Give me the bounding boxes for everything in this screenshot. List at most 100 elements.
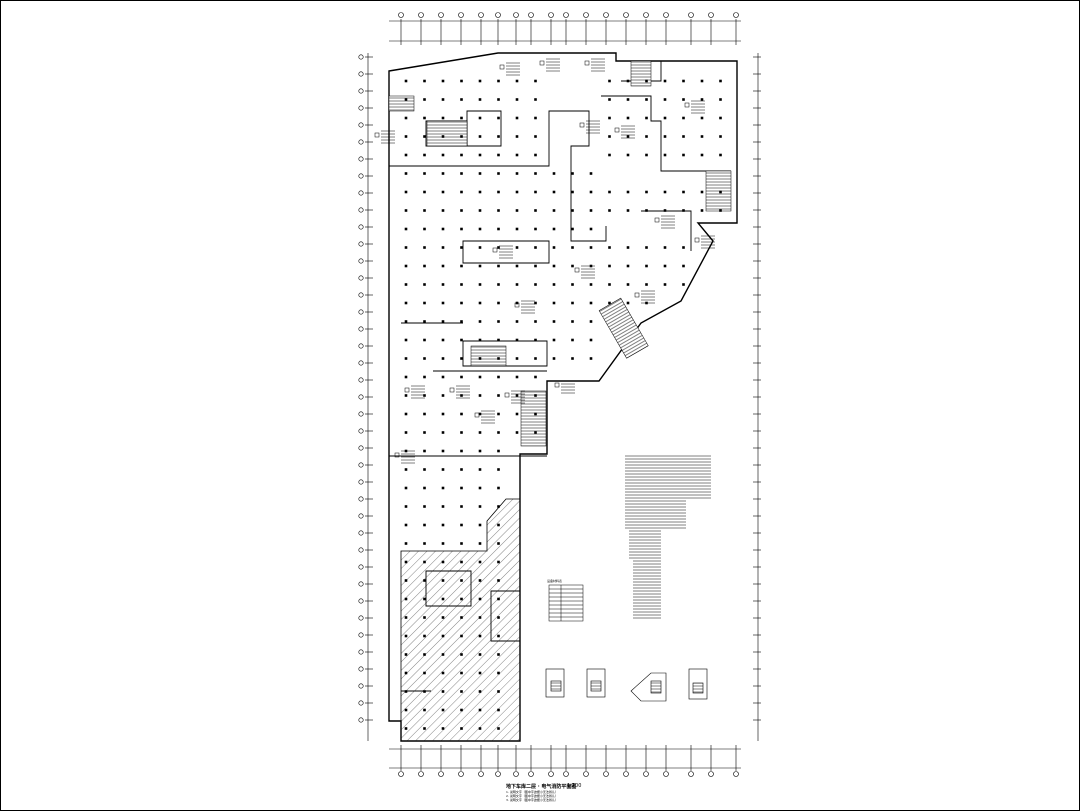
grid-bubble-bottom xyxy=(438,771,444,777)
column xyxy=(404,172,408,175)
column xyxy=(404,320,408,323)
column xyxy=(441,431,445,434)
column xyxy=(404,690,408,693)
grid-bubble-top xyxy=(478,12,484,18)
column xyxy=(478,227,482,231)
column xyxy=(460,264,463,268)
column xyxy=(423,79,426,83)
column xyxy=(460,449,463,453)
column xyxy=(608,301,611,305)
column xyxy=(404,468,408,471)
annotation-cluster xyxy=(614,125,635,139)
column xyxy=(441,98,445,101)
device-symbol xyxy=(492,247,498,253)
column xyxy=(441,394,445,397)
device-symbol xyxy=(584,60,590,66)
column xyxy=(663,153,667,157)
grid-bubble-left xyxy=(358,190,364,196)
column xyxy=(515,394,519,397)
column xyxy=(423,394,426,397)
column xyxy=(571,227,574,231)
device-symbol xyxy=(539,60,545,66)
grid-bubble-bottom xyxy=(583,771,589,777)
column xyxy=(645,98,648,101)
grid-bubble-bottom xyxy=(495,771,501,777)
column xyxy=(497,560,500,564)
column xyxy=(460,431,463,434)
grid-bubble-left xyxy=(358,173,364,179)
grid-bubble-bottom xyxy=(708,771,714,777)
column xyxy=(534,338,537,342)
grid-bubble-left xyxy=(358,139,364,145)
column xyxy=(404,412,408,416)
column xyxy=(423,634,426,638)
grid-bubble-left xyxy=(358,360,364,366)
column xyxy=(478,79,482,83)
column xyxy=(460,338,463,342)
annotation-cluster xyxy=(394,450,415,464)
grid-bubble-left xyxy=(358,275,364,281)
column xyxy=(497,135,500,138)
grid-bubble-bottom xyxy=(563,771,569,777)
annotation-cluster xyxy=(449,385,470,399)
column xyxy=(515,172,519,175)
column xyxy=(534,190,537,194)
column xyxy=(460,116,463,120)
grid-bubble-left xyxy=(358,428,364,434)
column xyxy=(552,190,556,194)
column xyxy=(497,449,500,453)
column xyxy=(441,264,445,268)
column xyxy=(719,98,722,101)
column xyxy=(404,301,408,305)
column xyxy=(589,172,593,175)
column xyxy=(515,357,519,360)
grid-bubble-top xyxy=(663,12,669,18)
column xyxy=(404,708,408,712)
device-symbol xyxy=(684,102,690,108)
column xyxy=(404,727,408,730)
column xyxy=(460,98,463,101)
annotation-cluster xyxy=(574,265,595,279)
column xyxy=(441,560,445,564)
device-symbol xyxy=(449,387,455,393)
column xyxy=(441,301,445,305)
column xyxy=(423,338,426,342)
column xyxy=(682,190,685,194)
column xyxy=(423,449,426,453)
column xyxy=(423,301,426,305)
column xyxy=(515,338,519,342)
column xyxy=(626,264,630,268)
device-symbol xyxy=(514,302,520,308)
column xyxy=(404,116,408,120)
column xyxy=(404,98,408,101)
column xyxy=(441,616,445,619)
column xyxy=(478,727,482,730)
column xyxy=(460,190,463,194)
annotation-cluster xyxy=(694,235,715,249)
grid-bubble-top xyxy=(643,12,649,18)
grid-bubble-left xyxy=(358,411,364,417)
column xyxy=(460,135,463,138)
column xyxy=(552,227,556,231)
column xyxy=(404,357,408,360)
column xyxy=(534,320,537,323)
column xyxy=(441,209,445,212)
column xyxy=(478,209,482,212)
grid-bubble-top xyxy=(438,12,444,18)
column xyxy=(441,338,445,342)
column xyxy=(441,671,445,675)
annotation-cluster xyxy=(584,58,605,72)
column xyxy=(441,375,445,379)
column xyxy=(571,246,574,249)
column xyxy=(571,357,574,360)
grid-bubble-left xyxy=(358,207,364,213)
column xyxy=(626,98,630,101)
column xyxy=(645,190,648,194)
grid-bubble-bottom xyxy=(603,771,609,777)
grid-bubble-bottom xyxy=(478,771,484,777)
column xyxy=(700,135,704,138)
annotation-cluster xyxy=(474,410,495,424)
grid-bubble-left xyxy=(358,462,364,468)
column xyxy=(552,320,556,323)
annotation-cluster xyxy=(634,290,655,304)
